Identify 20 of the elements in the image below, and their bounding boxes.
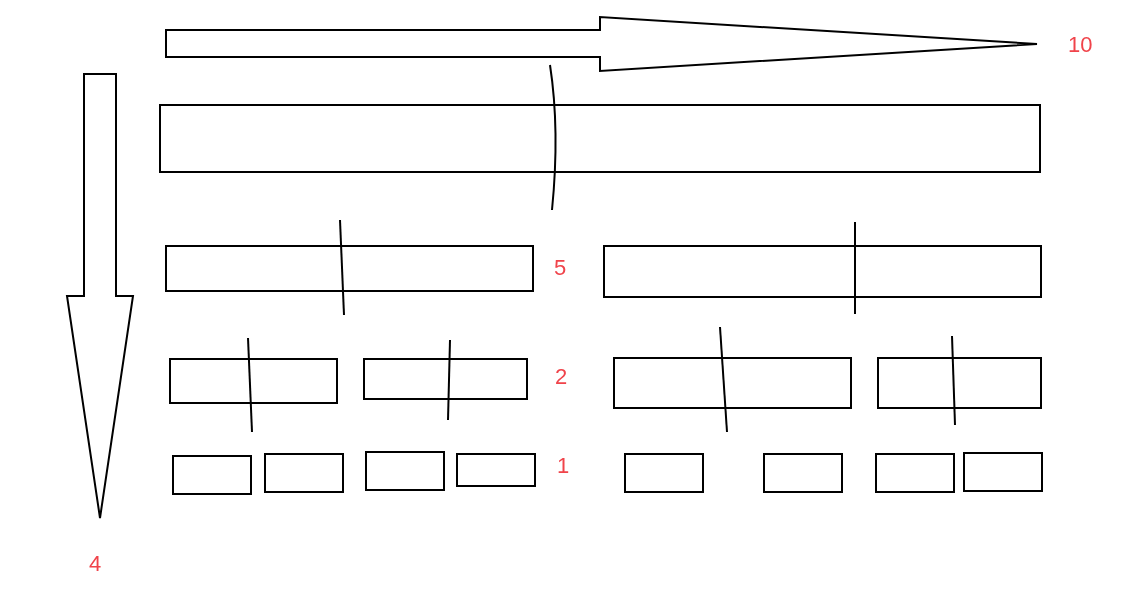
empty-box [603,245,1042,298]
empty-box [763,453,843,493]
empty-box [363,358,528,400]
level-number: 5 [554,257,567,279]
empty-box [159,104,1041,173]
empty-box [624,453,704,493]
level-number: 2 [555,366,568,388]
empty-box [365,451,445,491]
empty-box [875,453,955,493]
level-number: 1 [557,455,570,477]
empty-box [169,358,338,404]
level-number: 4 [89,553,102,575]
empty-box [456,453,536,487]
empty-box [877,357,1042,409]
empty-box [613,357,852,409]
level-number: 10 [1068,34,1093,56]
empty-box [165,245,534,292]
empty-box [963,452,1043,492]
empty-box [264,453,344,493]
empty-box [172,455,252,495]
